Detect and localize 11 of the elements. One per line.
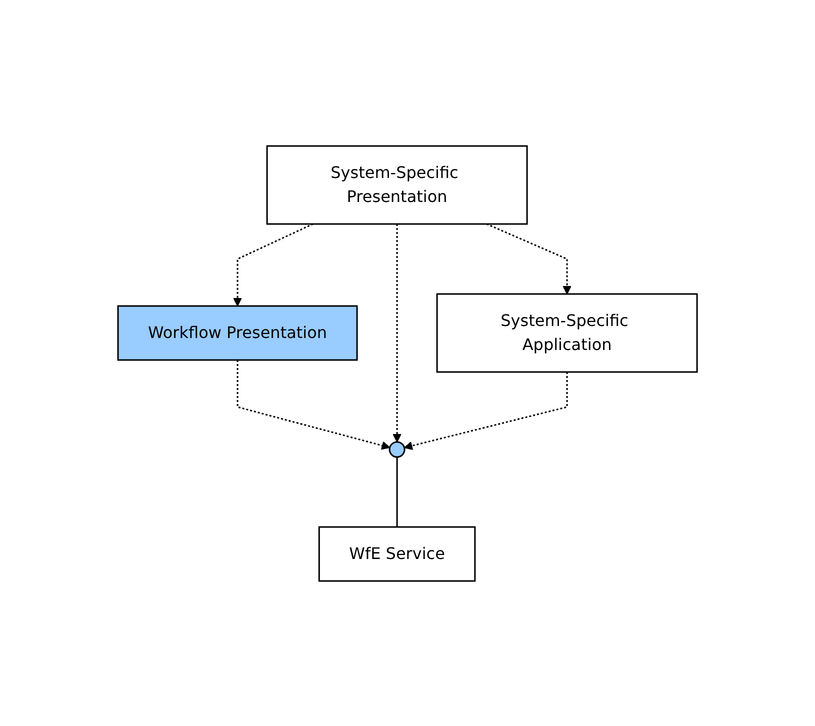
node-box: System-Specific Presentation [266,144,528,224]
node-box: Workflow Presentation [117,304,358,360]
connector [396,456,398,526]
arrow [236,360,390,450]
arrow [392,224,402,442]
arrow [486,222,572,294]
node-box: System-Specific Application [436,292,698,372]
node-circle [388,440,406,458]
arrow [233,222,314,306]
node-box: WfE Service [318,526,476,582]
arrow [404,372,568,450]
